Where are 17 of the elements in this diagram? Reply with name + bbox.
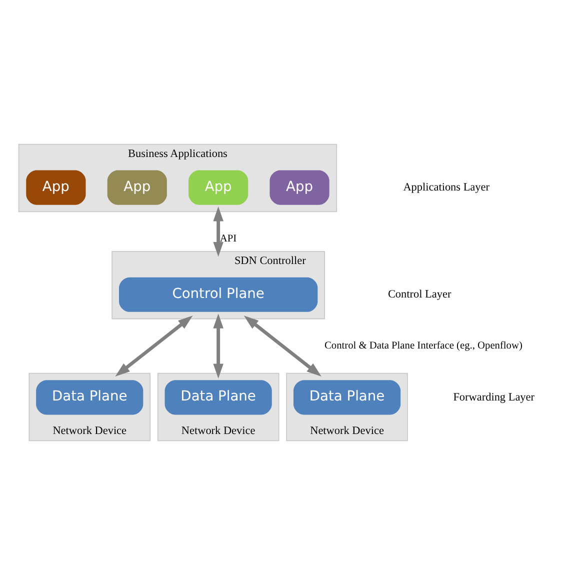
node-box: App — [26, 170, 86, 204]
edge-label: API — [220, 233, 237, 244]
arrow — [213, 206, 224, 256]
label: Applications Layer — [403, 180, 490, 193]
node-box: Data Plane — [164, 380, 272, 414]
node-box: Data Plane — [293, 380, 401, 414]
arrow — [244, 315, 322, 376]
node-box: Control Plane — [118, 276, 318, 312]
node-box: App — [107, 170, 167, 204]
node-box: App — [188, 170, 248, 204]
node-box: App — [270, 170, 330, 204]
node-box: Data Plane — [36, 380, 144, 414]
edge-label: Control & Data Plane Interface (eg., Openflow) — [324, 340, 522, 352]
label: Forwarding Layer — [453, 390, 535, 403]
arrow — [213, 313, 224, 378]
arrow — [115, 315, 193, 376]
label: Control Layer — [388, 288, 452, 300]
